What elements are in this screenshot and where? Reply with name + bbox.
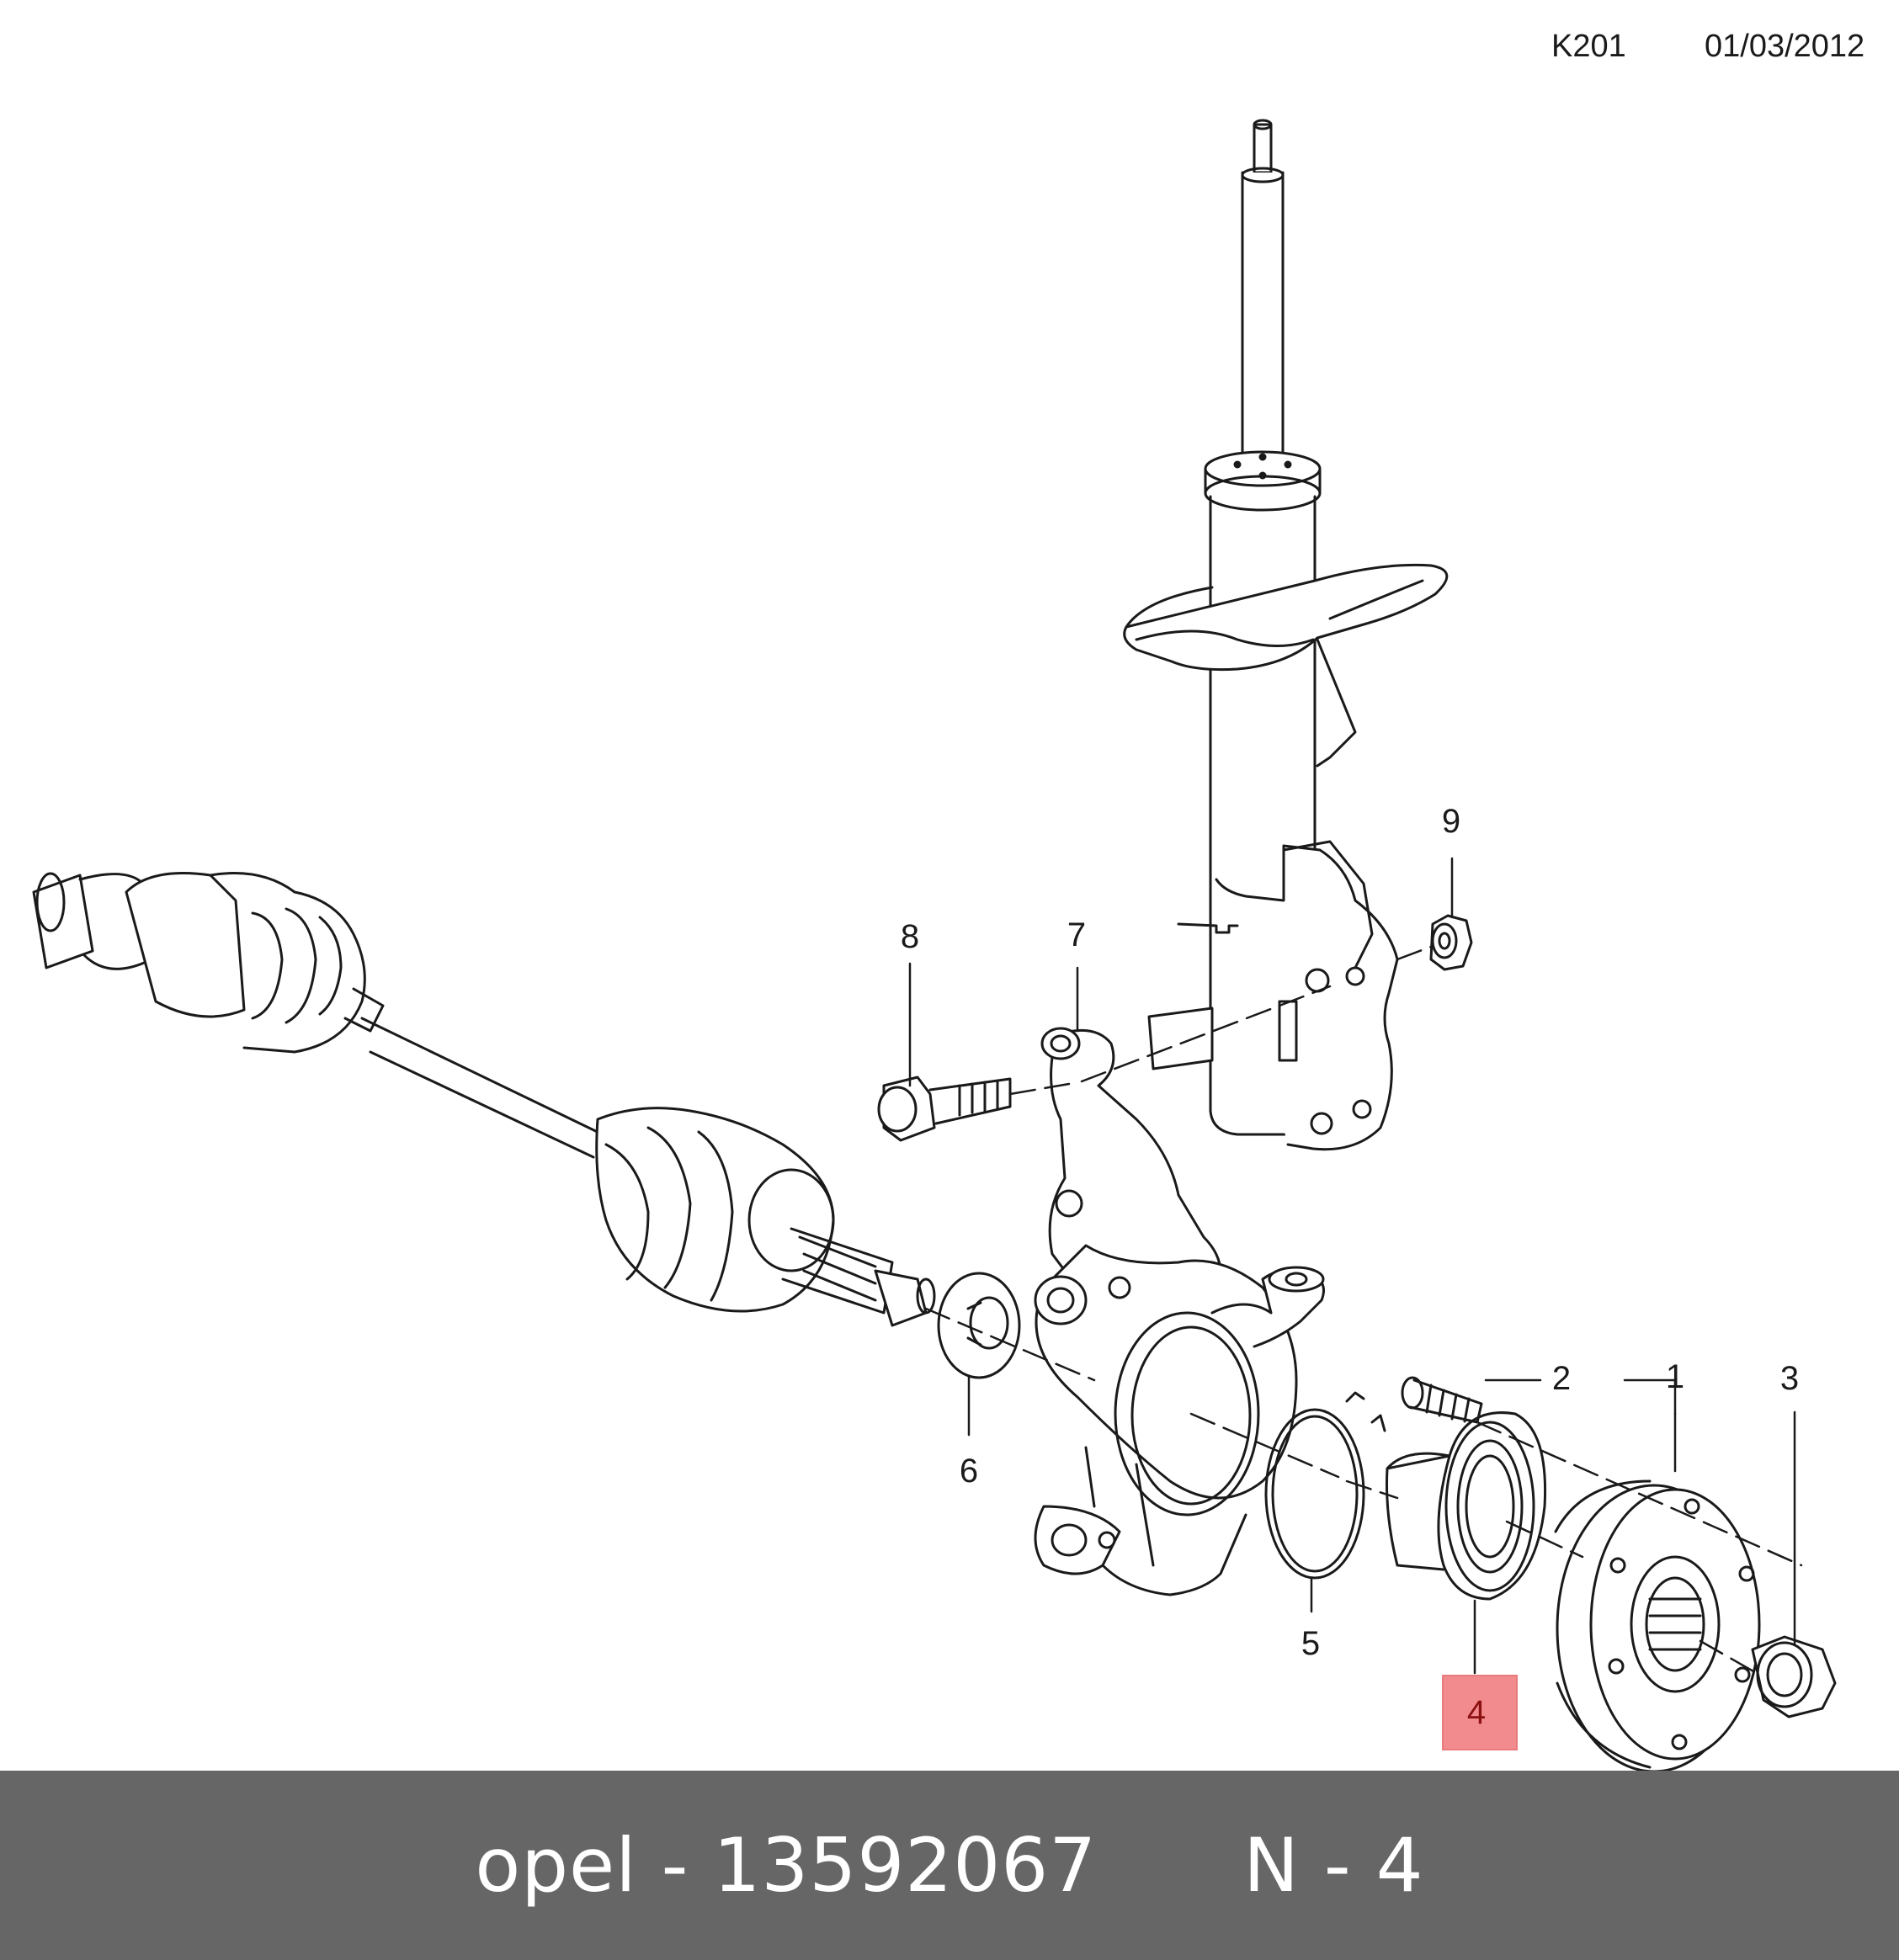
shock-absorber-strut — [1123, 119, 1449, 1151]
leader-lines — [908, 857, 1796, 1675]
callout-8: 8 — [900, 918, 920, 955]
callout-9: 9 — [1441, 803, 1461, 840]
part-8-bolt — [877, 1076, 1012, 1142]
part-2-wheel-stud — [1401, 1376, 1483, 1424]
footer-brand-part-number: opel - 13592067 — [475, 1822, 1098, 1909]
callout-1: 1 — [1665, 1358, 1685, 1395]
diagram-date: 01/03/2012 — [1705, 29, 1865, 64]
footer-bar — [0, 1771, 1899, 1960]
exploded-parts-diagram — [32, 119, 1837, 1771]
callout-7: 7 — [1067, 916, 1087, 953]
callout-4-highlight — [1442, 1675, 1518, 1750]
callout-2: 2 — [1551, 1360, 1572, 1397]
drive-shaft — [32, 872, 936, 1327]
diagram-code: K201 — [1551, 29, 1626, 64]
callout-6: 6 — [959, 1453, 979, 1490]
steering-knuckle — [1034, 1027, 1325, 1596]
part-1-wheel-hub — [1554, 1479, 1761, 1771]
part-6-washer — [937, 1272, 1021, 1379]
assembly-lines — [924, 945, 1803, 1676]
part-5-circlip — [1264, 1391, 1386, 1580]
callout-4: 4 — [1466, 1694, 1487, 1731]
callout-5: 5 — [1301, 1625, 1321, 1662]
footer-position: N - 4 — [1243, 1822, 1424, 1909]
part-9-nut — [1429, 914, 1473, 971]
callout-3: 3 — [1779, 1360, 1800, 1397]
part-4-wheel-bearing — [1386, 1411, 1547, 1601]
footer-caption: opel - 13592067 N - 4 — [0, 1771, 1899, 1960]
part-3-hub-nut — [1751, 1635, 1837, 1718]
